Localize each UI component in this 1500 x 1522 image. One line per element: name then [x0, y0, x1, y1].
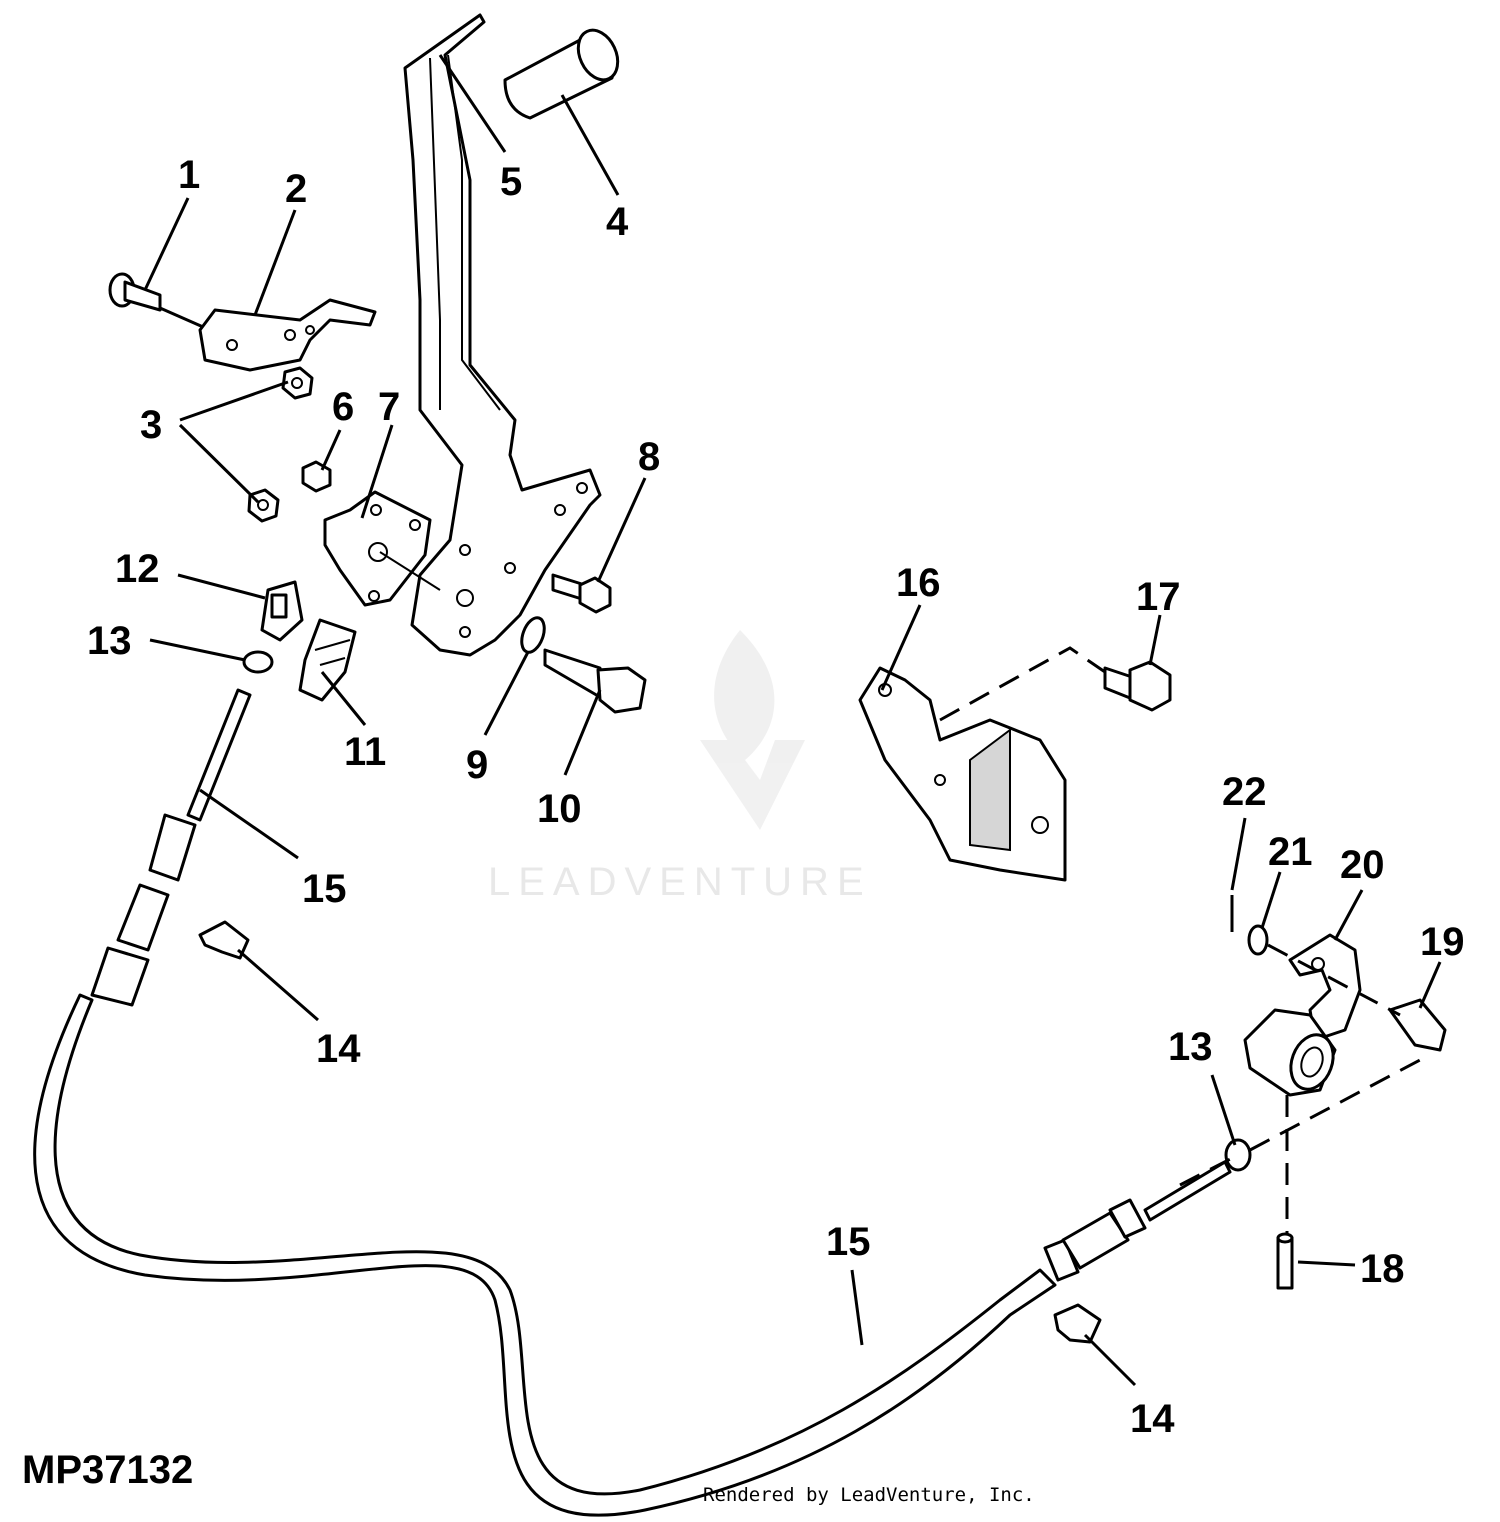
part-14-clip-lower — [1053, 1303, 1102, 1344]
part-1-bolt — [108, 272, 162, 312]
part-15-cable — [33, 688, 1232, 1517]
callout-14-upper: 14 — [316, 1027, 361, 1071]
callout-15-upper: 15 — [302, 867, 347, 911]
part-10-bolt — [543, 648, 647, 714]
credit-text: Rendered by LeadVenture, Inc. — [703, 1484, 1035, 1506]
part-5-lever — [403, 13, 602, 657]
callout-4: 4 — [606, 200, 629, 244]
callout-8: 8 — [638, 435, 660, 479]
leader-lines — [143, 54, 1442, 1387]
watermark-text: LEADVENTURE — [488, 860, 872, 904]
callout-13-upper: 13 — [87, 619, 132, 663]
part-8-bolt — [551, 573, 612, 614]
part-20-block — [1243, 1008, 1337, 1097]
part-4-knob — [503, 28, 620, 120]
callout-5: 5 — [500, 160, 522, 204]
part-18-pin — [1276, 1232, 1294, 1290]
callout-19: 19 — [1420, 920, 1465, 964]
part-7-pivot — [323, 490, 441, 607]
part-6-nut — [301, 460, 332, 493]
watermark-logo — [700, 630, 805, 830]
callout-2: 2 — [285, 167, 307, 211]
part-2-bracket — [198, 298, 377, 372]
callout-3: 3 — [140, 403, 162, 447]
callout-20: 20 — [1340, 843, 1385, 887]
callouts: 1 2 3 4 5 6 7 8 9 10 11 12 13 14 15 16 1… — [87, 153, 1465, 1441]
callout-21: 21 — [1268, 830, 1313, 874]
callout-14-lower: 14 — [1130, 1397, 1175, 1441]
part-11-clip — [298, 618, 357, 702]
callout-16: 16 — [896, 561, 941, 605]
callout-22: 22 — [1222, 770, 1267, 814]
callout-12: 12 — [115, 547, 160, 591]
part-21-washer — [1247, 924, 1269, 956]
part-12-swivel — [260, 580, 304, 642]
callout-17: 17 — [1136, 575, 1181, 619]
callout-1: 1 — [178, 153, 200, 197]
callout-15-lower: 15 — [826, 1220, 871, 1264]
part-16-bracket — [858, 666, 1067, 882]
part-13-nut-upper — [242, 650, 274, 674]
figure-id: MP37132 — [22, 1448, 194, 1492]
part-17-bolt — [1103, 660, 1172, 712]
callout-7: 7 — [378, 385, 400, 429]
part-19-pin — [1388, 998, 1447, 1052]
part-13-nut-lower — [1224, 1138, 1252, 1172]
callout-9: 9 — [466, 743, 488, 787]
callout-11: 11 — [344, 730, 386, 774]
part-3-nut-lower — [247, 488, 280, 523]
callout-10: 10 — [537, 787, 582, 831]
callout-13-lower: 13 — [1168, 1025, 1213, 1069]
part-3-nut-upper — [281, 366, 314, 400]
callout-18: 18 — [1360, 1247, 1405, 1291]
callout-6: 6 — [332, 385, 354, 429]
part-14-clip-upper — [198, 920, 250, 960]
